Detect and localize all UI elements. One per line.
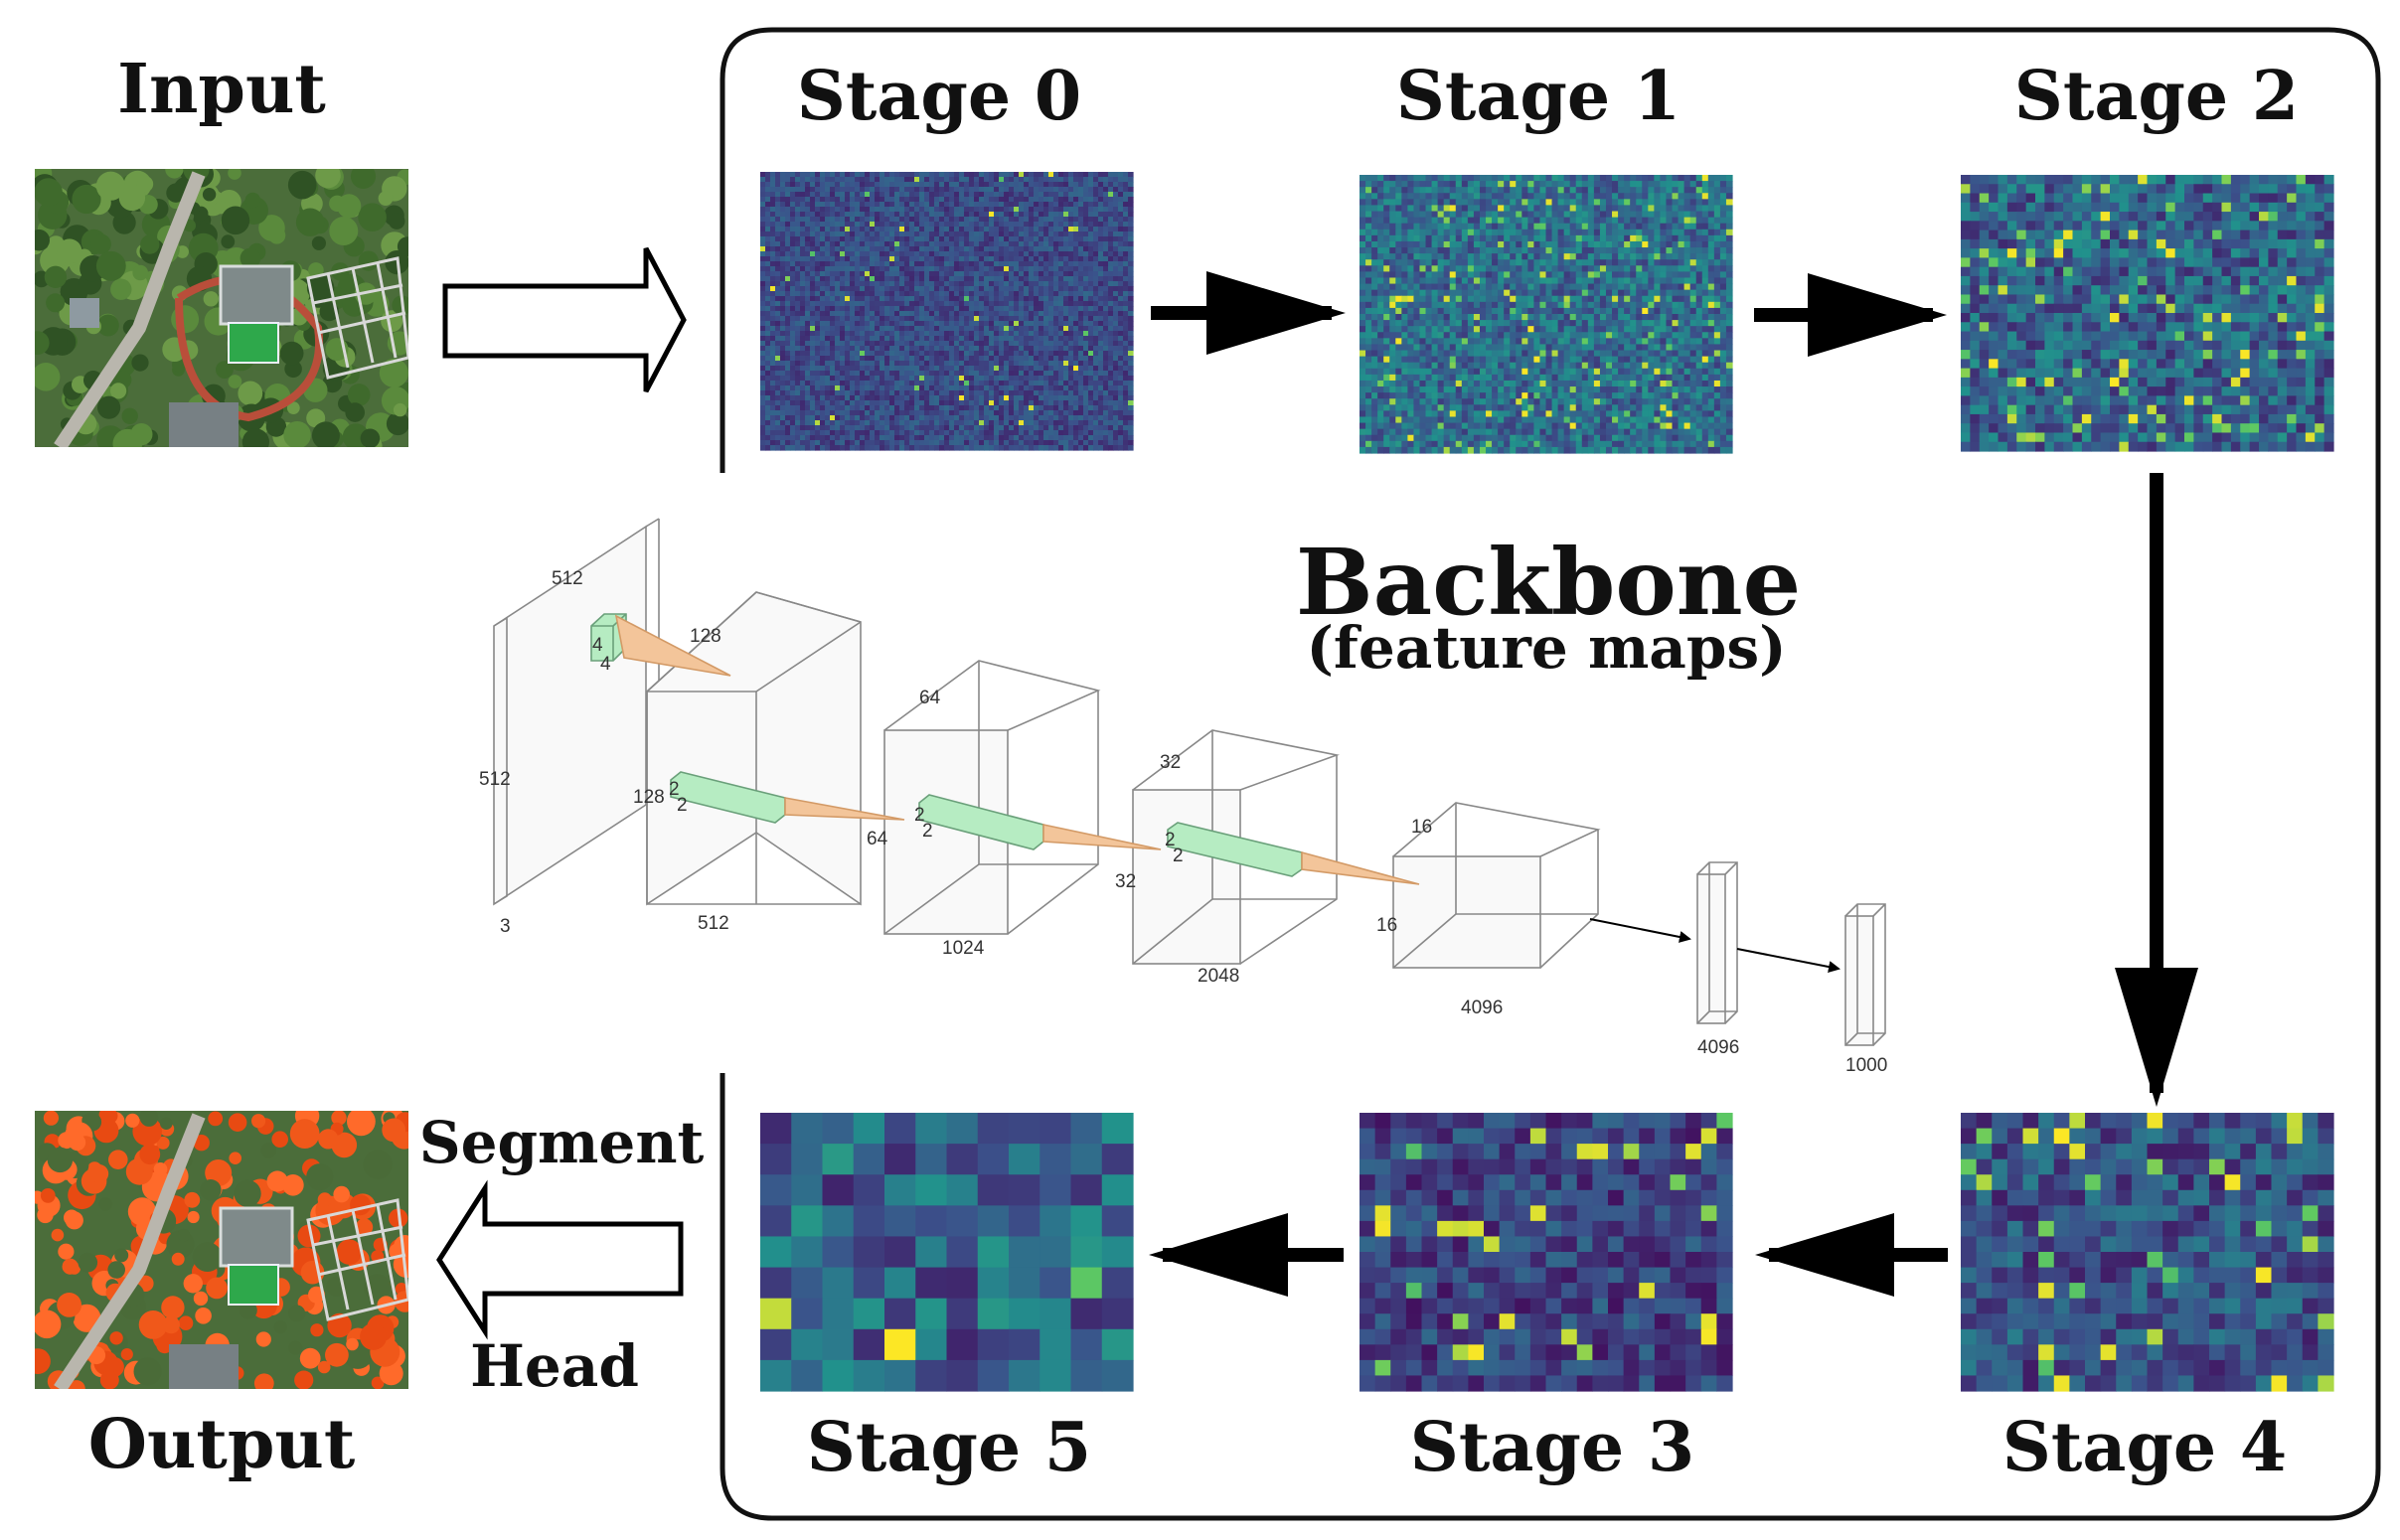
kernel-2b: 2	[677, 795, 688, 816]
dim-128-side: 128	[633, 787, 665, 808]
dim-512-side: 512	[479, 769, 511, 790]
dim-128-top: 128	[690, 626, 721, 647]
fc-layer-1000	[1844, 903, 1886, 1046]
stage-flow-arrows	[1149, 271, 2198, 1297]
kernel-4b: 4	[600, 654, 611, 675]
layer-box-3	[1132, 729, 1340, 965]
dim-2048: 2048	[1198, 966, 1239, 987]
dim-32: 32	[1115, 871, 1136, 892]
conv-kernel-2	[918, 794, 1162, 850]
conv-kernel-input	[590, 613, 731, 677]
stage3-label: Stage 3	[1410, 1408, 1694, 1487]
kernel-2d: 2	[922, 821, 933, 842]
stage2-feature-map	[1961, 175, 2334, 452]
kernel-2c: 2	[914, 805, 925, 826]
dim-1024: 1024	[942, 938, 985, 959]
stage5-feature-map	[760, 1113, 1134, 1392]
kernel-2e: 2	[1165, 830, 1176, 850]
output-label: Output	[88, 1405, 356, 1484]
kernel-2a: 2	[669, 779, 680, 800]
output-segmented-image	[35, 1111, 408, 1389]
stage1-label: Stage 1	[1396, 57, 1680, 136]
conv-kernel-3	[1167, 822, 1420, 885]
arrow-to-fc2	[1736, 948, 1840, 973]
input-to-backbone-arrow	[442, 246, 687, 393]
head-to-output-arrow	[436, 1179, 684, 1340]
dim-16: 16	[1376, 915, 1397, 936]
kernel-4a: 4	[592, 635, 603, 656]
arrow-to-fc1	[1589, 918, 1691, 943]
dim-64-top: 64	[919, 688, 941, 708]
stage4-label: Stage 4	[2002, 1408, 2287, 1487]
stage0-feature-map	[760, 172, 1134, 451]
stage0-label: Stage 0	[797, 57, 1081, 136]
backbone-frame	[720, 27, 2381, 1521]
dim-16-top: 16	[1411, 817, 1432, 838]
stage2-label: Stage 2	[2014, 57, 2299, 136]
dim-1000-fc: 1000	[1845, 1055, 1887, 1076]
dim-3: 3	[500, 916, 511, 937]
dim-512-top: 512	[552, 568, 583, 589]
input-aerial-image	[35, 169, 408, 447]
stage1-feature-map	[1360, 175, 1733, 454]
backbone-title: Backbone	[1296, 529, 1801, 636]
stage5-label: Stage 5	[807, 1408, 1091, 1487]
dim-4096-box: 4096	[1461, 998, 1503, 1018]
backbone-subtitle: (feature maps)	[1306, 614, 1786, 682]
dim-32-top: 32	[1160, 752, 1181, 773]
dim-64: 64	[867, 829, 888, 849]
kernel-2f: 2	[1173, 846, 1184, 866]
conv-kernel-1	[670, 771, 905, 824]
layer-box-4	[1392, 802, 1601, 969]
fc-layer-4096	[1696, 861, 1738, 1024]
dim-512-bottom: 512	[698, 913, 729, 934]
network-labels: 512 512 3 4 4 128 128 2 2 64 512 64 2 2 …	[479, 568, 1887, 1076]
head-label: Head	[470, 1332, 639, 1400]
layer-box-1	[646, 591, 862, 906]
segment-label: Segment	[419, 1109, 705, 1176]
dim-4096-fc: 4096	[1697, 1037, 1739, 1058]
input-label: Input	[117, 50, 326, 129]
stage3-feature-map	[1360, 1113, 1733, 1392]
stage4-feature-map	[1961, 1113, 2334, 1392]
cnn-architecture-diagram	[493, 518, 1886, 1046]
layer-box-2	[883, 660, 1101, 935]
